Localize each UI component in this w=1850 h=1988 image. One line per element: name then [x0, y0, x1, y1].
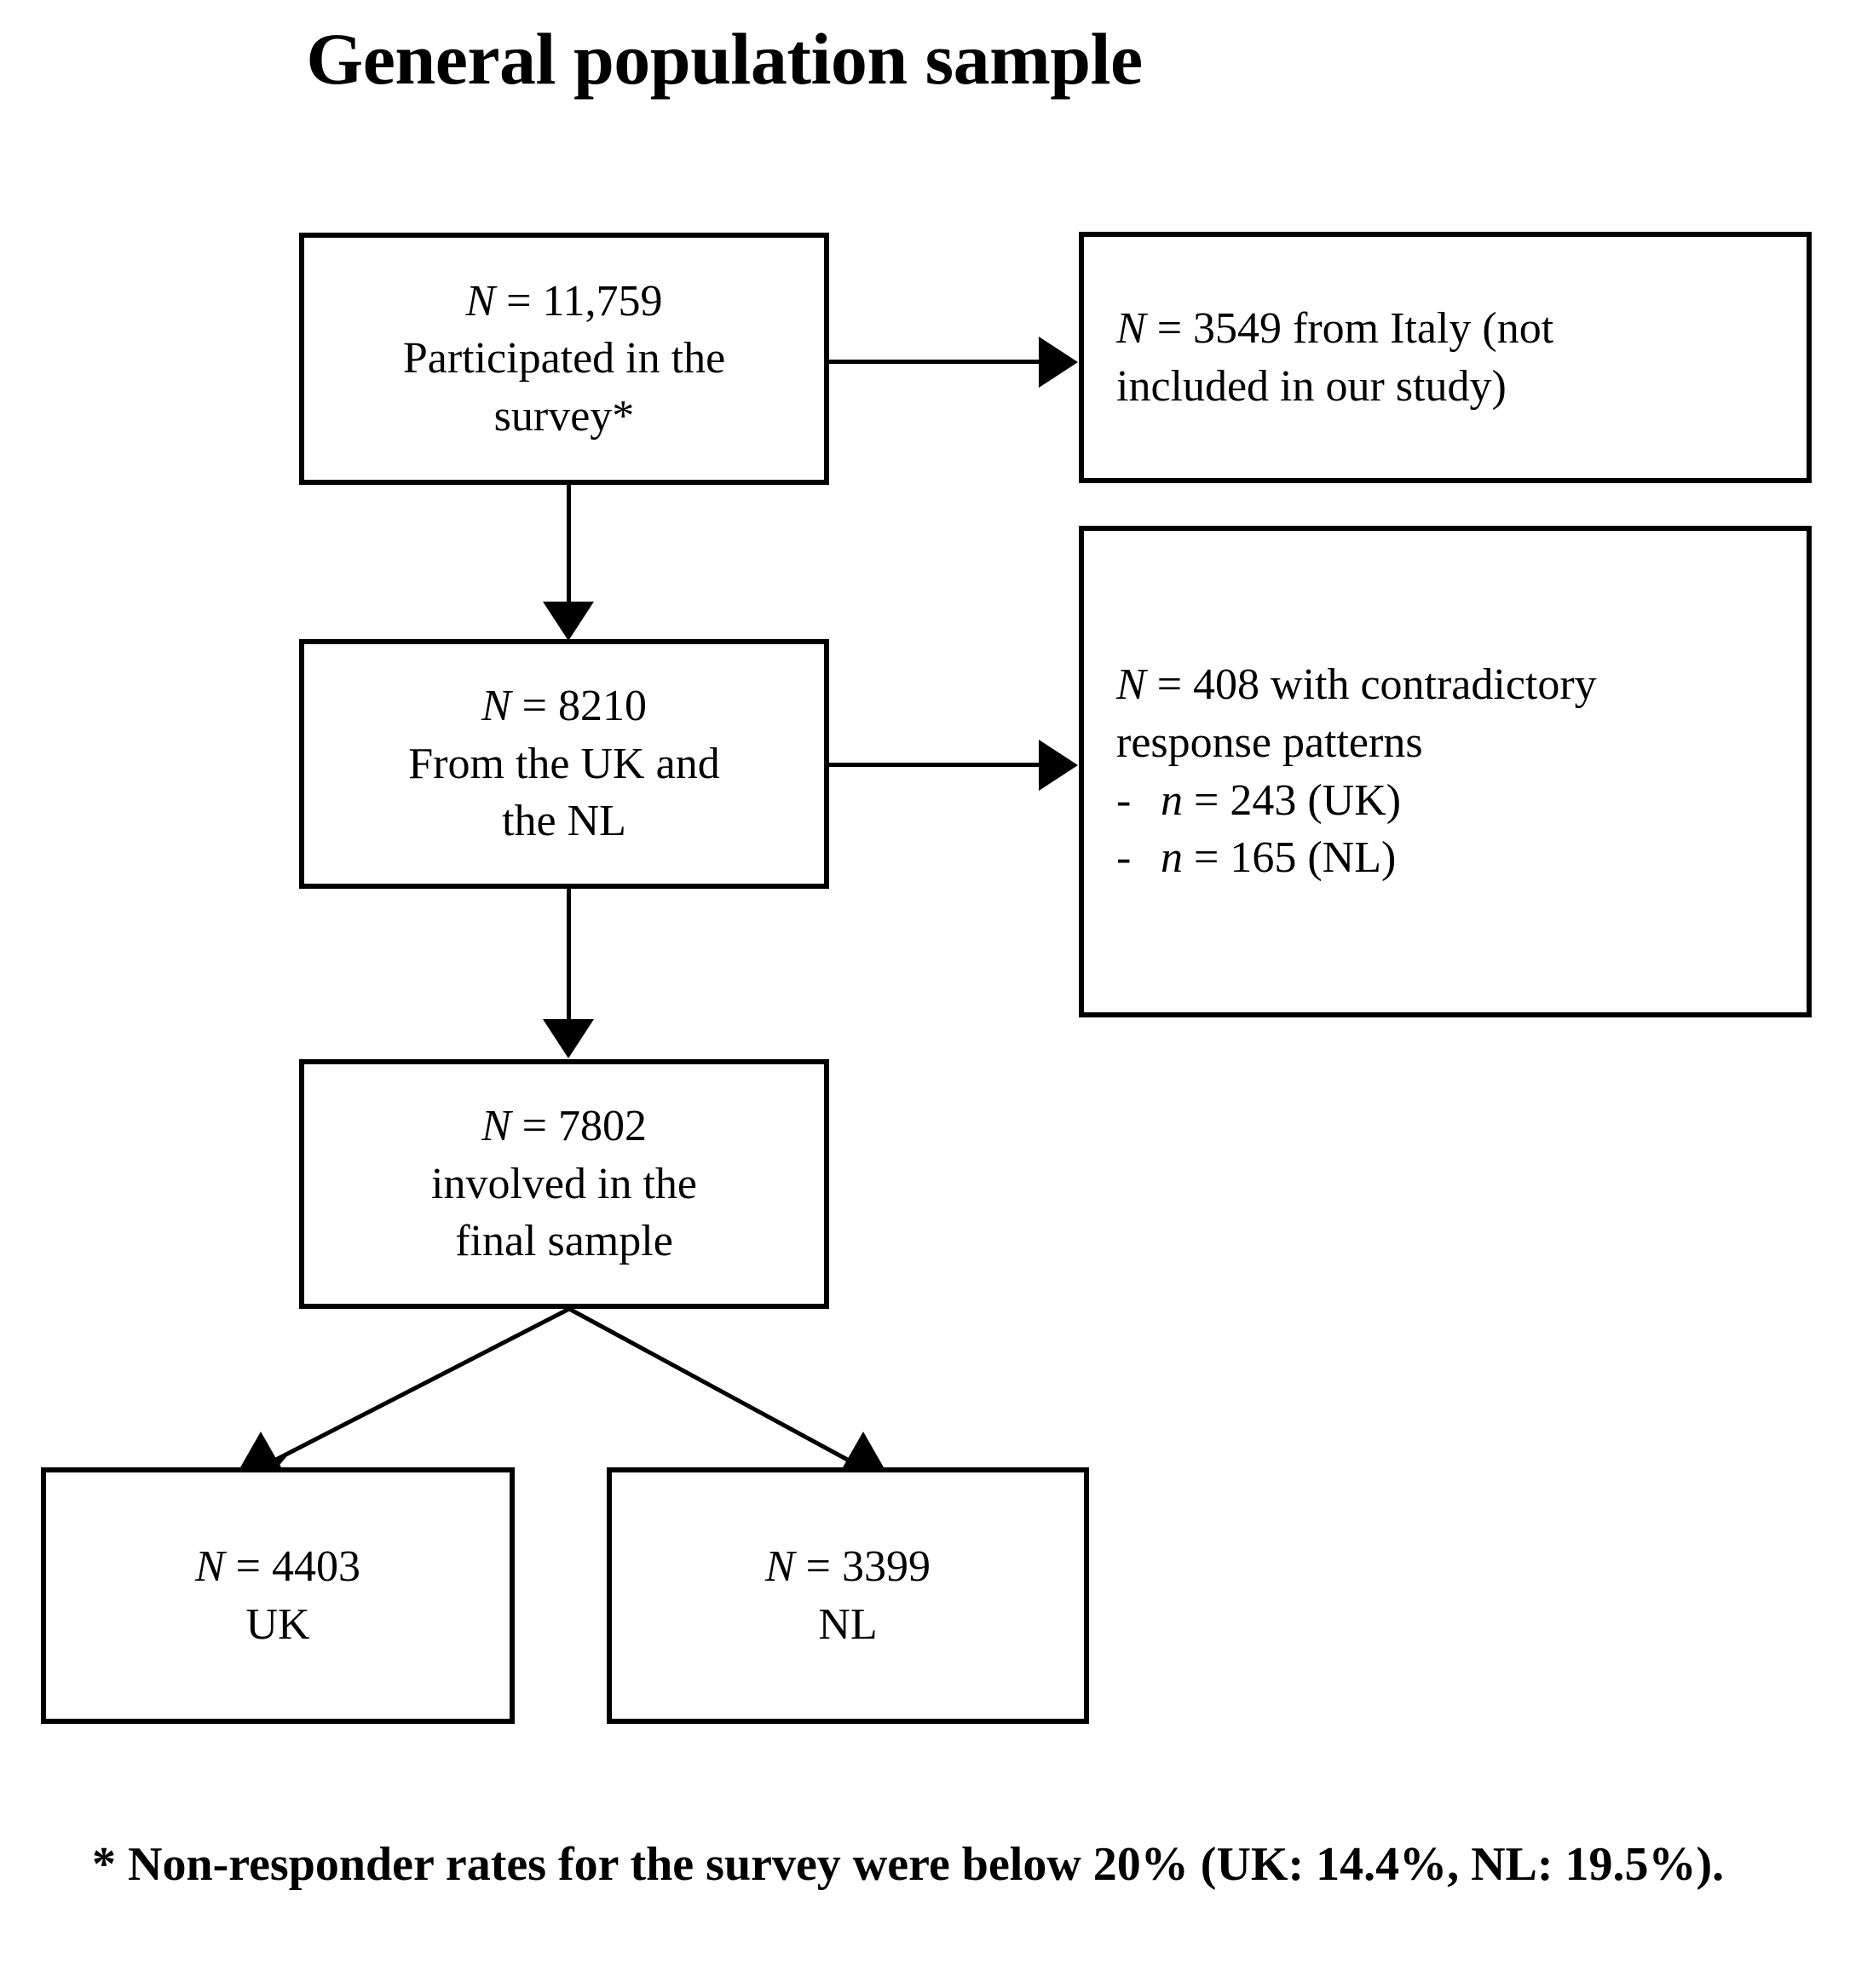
- arrowhead-down-icon: [543, 1019, 594, 1058]
- arrowhead-down-icon: [543, 602, 594, 641]
- flow-box-uk-nl: N = 8210 From the UK and the NL: [299, 639, 829, 889]
- connector-final-to-uk: [269, 1306, 571, 1465]
- final-line-3: final sample: [455, 1217, 673, 1266]
- flow-box-final-sample: N = 7802 involved in the final sample: [299, 1059, 829, 1309]
- uk-line-1: N = 4403: [194, 1541, 360, 1591]
- survey-line-1: N = 11,759: [465, 276, 663, 326]
- connector-survey-to-uknl: [567, 485, 571, 604]
- nl-line-1: N = 3399: [764, 1541, 931, 1591]
- connector-final-split: [240, 1306, 884, 1469]
- uknl-line-3: the NL: [502, 797, 626, 846]
- bullet-dash: -: [1116, 775, 1132, 825]
- survey-line-2: Participated in the: [402, 334, 726, 383]
- italy-line-1: N = 3549 from Italy (not: [1116, 303, 1554, 353]
- n-symbol: N: [764, 1541, 795, 1591]
- final-line-1: N = 7802: [481, 1102, 647, 1151]
- flow-box-uk: N = 4403 UK: [41, 1467, 515, 1724]
- connector-uknl-to-final: [567, 889, 571, 1021]
- contra-line-2: response patterns: [1116, 717, 1423, 767]
- flow-box-survey: N = 11,759 Participated in the survey*: [299, 233, 829, 485]
- bullet-text: n = 165 (NL): [1161, 833, 1397, 883]
- bullet-text: n = 243 (UK): [1161, 775, 1402, 825]
- n-symbol: N: [465, 276, 496, 326]
- footnote-text: * Non-responder rates for the survey wer…: [92, 1838, 1725, 1891]
- uk-line-2: UK: [245, 1599, 310, 1649]
- flow-box-italy-excluded: N = 3549 from Italy (not included in our…: [1079, 232, 1812, 483]
- contra-bullet-nl: - n = 165 (NL): [1116, 829, 1784, 887]
- bullet-dash: -: [1116, 833, 1132, 883]
- arrowhead-right-icon: [1039, 337, 1078, 388]
- flow-box-nl: N = 3399 NL: [607, 1467, 1089, 1724]
- final-line-2: involved in the: [431, 1159, 697, 1208]
- n-symbol: n: [1161, 775, 1183, 825]
- connector-uknl-to-contradictory: [827, 763, 1040, 767]
- arrowhead-uk-icon: [240, 1432, 281, 1467]
- connector-final-to-nl: [568, 1306, 854, 1465]
- arrowhead-nl-icon: [843, 1432, 884, 1467]
- n-symbol: N: [1116, 303, 1146, 353]
- n-symbol: N: [194, 1541, 225, 1591]
- connector-survey-to-italy: [827, 360, 1040, 364]
- uknl-line-1: N = 8210: [481, 682, 647, 731]
- arrowhead-right-icon: [1039, 740, 1078, 791]
- contra-bullet-uk: - n = 243 (UK): [1116, 772, 1784, 830]
- nl-line-2: NL: [818, 1599, 878, 1649]
- survey-line-3: survey*: [493, 391, 635, 441]
- n-symbol: N: [1116, 660, 1146, 710]
- uknl-line-2: From the UK and: [408, 739, 720, 788]
- italy-line-2: included in our study): [1116, 361, 1507, 411]
- n-symbol: N: [481, 1102, 511, 1151]
- contra-line-1: N = 408 with contradictory: [1116, 660, 1597, 710]
- page-title: General population sample: [306, 18, 1143, 100]
- flow-box-contradictory: N = 408 with contradictory response patt…: [1079, 526, 1812, 1017]
- n-symbol: n: [1161, 833, 1183, 883]
- n-symbol: N: [481, 682, 511, 731]
